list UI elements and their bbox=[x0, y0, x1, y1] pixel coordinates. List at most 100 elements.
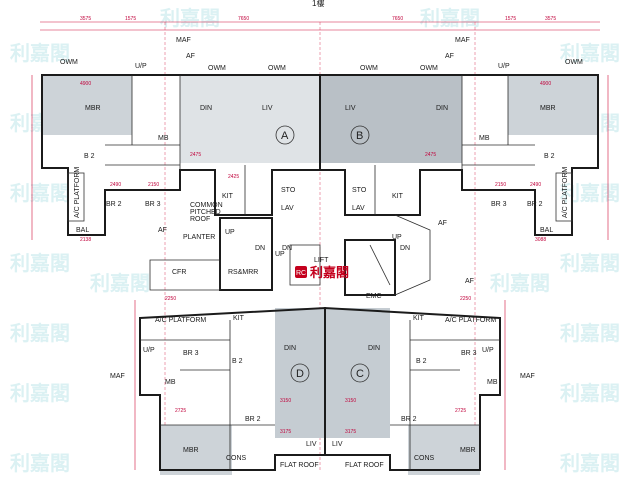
flat-d-living-area bbox=[275, 308, 325, 438]
core-af-label-3: AF bbox=[158, 227, 167, 234]
dim-label: 1575 bbox=[505, 16, 516, 22]
flat-d-mbr-area bbox=[160, 425, 232, 475]
flat-b-br2-label: BR 2 bbox=[527, 201, 543, 208]
flat-d: D DIN LIV KIT BR 3 B 2 MB BR 2 MBR CONS … bbox=[110, 296, 326, 475]
flat-c-din-label: DIN bbox=[368, 345, 380, 352]
flat-c-flat-roof: FLAT ROOF bbox=[345, 462, 384, 469]
dim-label: 4900 bbox=[540, 81, 551, 87]
dim-label: 3575 bbox=[545, 16, 556, 22]
dim-label: 2725 bbox=[455, 408, 466, 414]
logo-text: 利嘉閣 bbox=[310, 265, 349, 281]
flat-b-mbr-area bbox=[508, 75, 598, 135]
flat-a-br3-label: BR 3 bbox=[145, 201, 161, 208]
flat-a-owm-3: OWM bbox=[268, 65, 286, 72]
flat-d-maf-label: MAF bbox=[110, 373, 125, 380]
lift-label: LIFT bbox=[314, 257, 329, 264]
ac-platform-label: A/C PLATFORM bbox=[562, 167, 569, 218]
flat-b-owm-1: OWM bbox=[565, 59, 583, 66]
flat-b-din-label: DIN bbox=[436, 105, 448, 112]
flat-b-owm-2: OWM bbox=[420, 65, 438, 72]
flat-b-maf-label: MAF bbox=[455, 37, 470, 44]
flat-b-b2-label: B 2 bbox=[544, 153, 555, 160]
flat-b-af-label: AF bbox=[445, 53, 454, 60]
flat-d-mbr-label: MBR bbox=[183, 447, 199, 454]
watermark: 利嘉閣 bbox=[560, 321, 620, 345]
watermark: 利嘉閣 bbox=[10, 251, 70, 275]
flat-d-marker: D bbox=[296, 368, 304, 380]
flat-a-mb-label: MB bbox=[158, 135, 169, 142]
company-logo: RC 利嘉閣 bbox=[295, 265, 349, 281]
dim-label: 7650 bbox=[392, 16, 403, 22]
flat-a-living-area bbox=[180, 75, 320, 163]
watermark: 利嘉閣 bbox=[560, 381, 620, 405]
roof-label-2: PITCHED bbox=[190, 209, 221, 216]
dim-label: 2725 bbox=[175, 408, 186, 414]
watermark: 利嘉閣 bbox=[560, 181, 620, 205]
flat-a-maf-label: MAF bbox=[176, 37, 191, 44]
flat-c-ac-platform: A/C PLATFORM bbox=[445, 317, 496, 324]
flat-c-br2-label: BR 2 bbox=[401, 416, 417, 423]
flat-a: A MBR DIN LIV MB B 2 BR 2 BR 3 KIT STO L… bbox=[41, 37, 321, 243]
dim-label: 3175 bbox=[280, 429, 291, 435]
core-dn-1: DN bbox=[255, 245, 265, 252]
flat-d-kit-label: KIT bbox=[233, 315, 245, 322]
rs-mrr-label: RS&MRR bbox=[228, 269, 258, 276]
dim-label: 2138 bbox=[80, 237, 91, 243]
dim-label: 2490 bbox=[530, 182, 541, 188]
roof-label-1: COMMON bbox=[190, 202, 223, 209]
flat-d-b2-label: B 2 bbox=[232, 358, 243, 365]
core-dn-2: DN bbox=[282, 245, 292, 252]
flat-d-ac-platform: A/C PLATFORM bbox=[155, 317, 206, 324]
flat-a-sto-label: STO bbox=[281, 187, 296, 194]
floor-label: 1樓 bbox=[312, 0, 324, 8]
top-dimensions: 3575 1575 7650 7650 1575 3575 bbox=[40, 16, 600, 470]
ac-platform-label: A/C PLATFORM bbox=[74, 167, 81, 218]
flat-b-sto-label: STO bbox=[352, 187, 367, 194]
flat-a-br2-label: BR 2 bbox=[106, 201, 122, 208]
emc-label: EMC bbox=[366, 293, 382, 300]
flat-b-lav-label: LAV bbox=[352, 205, 365, 212]
flat-c-b2-label: B 2 bbox=[416, 358, 427, 365]
core-up-2: UP bbox=[275, 251, 285, 258]
watermark: 利嘉閣 bbox=[10, 321, 70, 345]
flat-c-kit-label: KIT bbox=[413, 315, 425, 322]
flat-a-af-label: AF bbox=[186, 53, 195, 60]
flat-b-kit-label: KIT bbox=[392, 193, 404, 200]
flat-d-flat-roof: FLAT ROOF bbox=[280, 462, 319, 469]
flat-d-br3-label: BR 3 bbox=[183, 350, 199, 357]
watermark: 利嘉閣 bbox=[90, 271, 150, 295]
flat-a-mbr-area bbox=[42, 75, 132, 135]
flat-b-liv-label: LIV bbox=[345, 105, 356, 112]
flat-b: B MBR DIN LIV MB B 2 BR 3 BR 2 KIT STO L… bbox=[319, 37, 599, 243]
watermark: 利嘉閣 bbox=[10, 181, 70, 205]
flat-b-up-label: U/P bbox=[498, 63, 510, 70]
watermark: 利嘉閣 bbox=[10, 381, 70, 405]
core-af-label-2: AF bbox=[438, 220, 447, 227]
ac-platform-a: A/C PLATFORM bbox=[67, 167, 85, 222]
flat-a-bal-label: BAL bbox=[76, 227, 89, 234]
flat-c-liv-label: LIV bbox=[332, 441, 343, 448]
watermark: 利嘉閣 bbox=[560, 451, 620, 475]
flat-d-cons-label: CONS bbox=[226, 455, 247, 462]
flat-c-cons-label: CONS bbox=[414, 455, 435, 462]
flat-b-br3-label: BR 3 bbox=[491, 201, 507, 208]
dim-label: 7650 bbox=[238, 16, 249, 22]
dim-label: 2475 bbox=[190, 152, 201, 158]
roof-label-3: ROOF bbox=[190, 216, 210, 223]
core-dn-3: DN bbox=[400, 245, 410, 252]
flat-c-living-area bbox=[325, 308, 390, 438]
flat-b-living-area bbox=[320, 75, 462, 163]
flat-c-mbr-label: MBR bbox=[460, 447, 476, 454]
flat-c: C DIN LIV KIT BR 3 B 2 MB BR 2 MBR CONS … bbox=[324, 296, 535, 475]
ac-platform-b: A/C PLATFORM bbox=[555, 167, 573, 222]
flat-b-owm-3: OWM bbox=[360, 65, 378, 72]
dim-label: 3150 bbox=[345, 398, 356, 404]
cfr-label: CFR bbox=[172, 269, 186, 276]
flat-c-mb-label: MB bbox=[487, 379, 498, 386]
flat-b-mbr-label: MBR bbox=[540, 105, 556, 112]
dim-label: 3575 bbox=[80, 16, 91, 22]
flat-c-maf-label: MAF bbox=[520, 373, 535, 380]
flat-a-marker: A bbox=[281, 130, 289, 142]
logo-mark bbox=[295, 266, 307, 278]
flat-d-liv-label: LIV bbox=[306, 441, 317, 448]
